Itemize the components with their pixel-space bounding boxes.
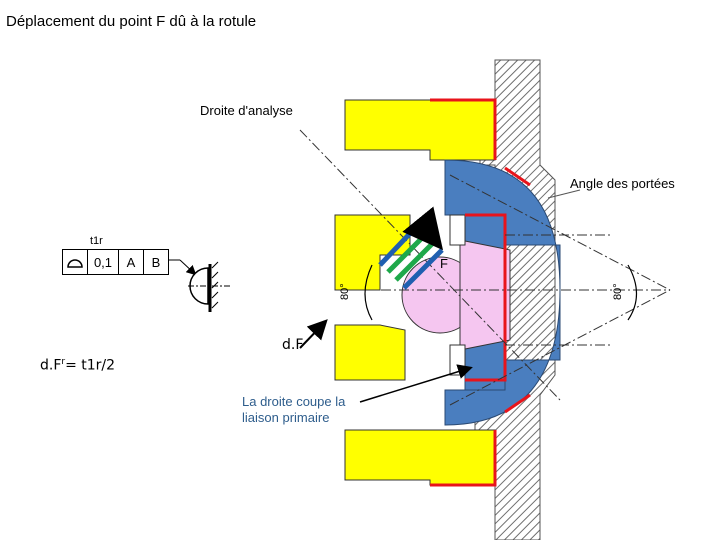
contact-red-bottom: [430, 430, 497, 487]
dFr-prefix: d.F: [40, 357, 62, 374]
datum-leader-diag: [179, 259, 197, 276]
datum-a: A: [119, 250, 144, 274]
datum-base-hatch: [211, 261, 219, 309]
profile-of-surface-icon: [63, 250, 88, 274]
datum-b: B: [151, 254, 161, 270]
tolerance-value: 0,1: [88, 250, 119, 274]
dF-arrow: [299, 319, 328, 349]
yellow-part-top: [344, 99, 496, 161]
angle-right-label: 80°: [612, 283, 624, 300]
contact-red-sph-top: [504, 166, 531, 187]
dFr-sup: r: [61, 357, 66, 367]
angle-left-label: 80°: [339, 283, 351, 300]
droite-analyse-label: Droite d'analyse: [200, 103, 293, 118]
coupe-arrow: [359, 364, 473, 403]
t1r-label: t1r: [90, 235, 103, 247]
dF-label: d.F: [282, 337, 304, 353]
slot-upper: [449, 214, 466, 246]
point-F-label: F: [440, 256, 448, 271]
tolerance-frame: 0,1 A B: [62, 249, 169, 275]
dFr-formula: d.Fr= t1r/2: [40, 357, 115, 374]
angle-leader: [547, 189, 581, 199]
yellow-part-bottom: [344, 429, 496, 486]
dFr-suffix: = t1r/2: [65, 357, 116, 374]
coupe-label: La droite coupe la liaison primaire: [242, 394, 346, 425]
pink-cone: [459, 239, 511, 351]
contact-red-top: [430, 98, 497, 160]
axis-cone-top: [449, 174, 671, 291]
contact-red-sph-bottom: [504, 393, 531, 414]
tolerance-mark-blue-2: [402, 248, 444, 290]
contact-red-cone: [465, 213, 507, 382]
datum-hemisphere-icon: [189, 267, 209, 305]
page-title: Déplacement du point F dû à la rotule: [6, 13, 257, 30]
angle-arc-left: [364, 264, 373, 321]
angle-portees-label: Angle des portées: [570, 176, 675, 191]
yellow-part-left-lower: [334, 324, 406, 381]
angle-arc-right: [627, 264, 638, 321]
displacement-arrow: [402, 206, 444, 251]
